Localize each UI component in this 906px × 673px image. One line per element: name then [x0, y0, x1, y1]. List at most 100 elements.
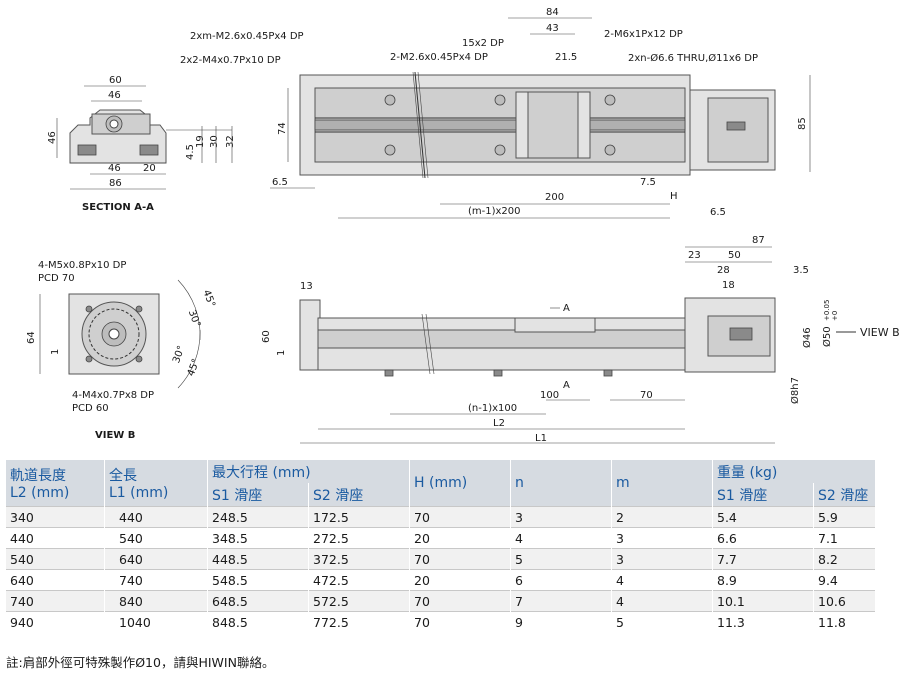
dim-74: 74 — [277, 122, 288, 135]
dim-32: 32 — [225, 135, 236, 148]
dim-L2: L2 — [493, 418, 505, 429]
header-weight: 重量 (kg) — [712, 460, 876, 483]
shaft-tol-plus: +0.05 — [823, 300, 831, 321]
cell-stroke-s2: 572.5 — [308, 590, 410, 612]
cell-stroke-s2: 772.5 — [308, 611, 410, 632]
callout-m4: 2x2-M4x0.7Px10 DP — [180, 55, 281, 66]
table-row: 740 840 648.5 572.5 70 7 4 10.1 10.6 — [6, 590, 876, 612]
section-mark-a-bottom: A — [563, 380, 570, 391]
cell-m: 3 — [611, 527, 713, 549]
dim-85: 85 — [797, 117, 808, 130]
table-row: 640 740 548.5 472.5 20 6 4 8.9 9.4 — [6, 569, 876, 591]
table-row: 440 540 348.5 272.5 20 4 3 6.6 7.1 — [6, 527, 876, 549]
cell-h: 70 — [409, 548, 511, 570]
header-m: m — [611, 460, 713, 507]
cell-l2: 640 — [6, 569, 105, 591]
dim-23: 23 — [688, 250, 701, 261]
view-b-title: VIEW B — [95, 430, 135, 441]
dim-18: 18 — [722, 280, 735, 291]
dim-43: 43 — [546, 23, 559, 34]
cell-l2: 740 — [6, 590, 105, 612]
dim-30: 30 — [209, 135, 220, 148]
dim-4-5: 4.5 — [185, 144, 196, 160]
cell-weight-s2: 10.6 — [813, 590, 876, 612]
cell-stroke-s1: 248.5 — [207, 506, 309, 528]
header-max-stroke: 最大行程 (mm) — [207, 460, 410, 483]
angle-30-top: 30° — [186, 309, 202, 329]
dim-3-5: 3.5 — [793, 265, 809, 276]
angle-30-bottom: 30° — [171, 344, 187, 364]
dim-86: 86 — [109, 178, 122, 189]
cell-l2: 340 — [6, 506, 105, 528]
header-stroke-s2: S2 滑座 — [308, 483, 410, 507]
cell-l2: 440 — [6, 527, 105, 549]
header-h: H (mm) — [409, 460, 511, 507]
cell-l1: 840 — [104, 590, 208, 612]
dim-7-5: 7.5 — [640, 177, 656, 188]
cell-m: 3 — [611, 548, 713, 570]
top-view: 2xm-M2.6x0.45Px4 DP 2x2-M4x0.7Px10 DP 15… — [180, 7, 811, 219]
cell-l1: 440 — [104, 506, 208, 528]
dim-46-top: 46 — [108, 90, 121, 101]
shaft-d8h7: Ø8h7 — [789, 377, 801, 404]
footnote: 註:肩部外徑可特殊製作Ø10，請與HIWIN聯絡。 — [6, 655, 275, 670]
header-weight-s1: S1 滑座 — [712, 483, 814, 507]
cell-h: 70 — [409, 506, 511, 528]
cell-stroke-s2: 472.5 — [308, 569, 410, 591]
angle-45-top: 45° — [200, 289, 216, 309]
dim-28: 28 — [717, 265, 730, 276]
cell-n: 9 — [510, 611, 612, 632]
cell-stroke-s2: 272.5 — [308, 527, 410, 549]
table-row: 340 440 248.5 172.5 70 3 2 5.4 5.9 — [6, 506, 876, 528]
cell-m: 4 — [611, 590, 713, 612]
dim-84: 84 — [546, 7, 559, 18]
view-b-callout-bottom-2: PCD 60 — [72, 403, 109, 414]
cell-l2: 540 — [6, 548, 105, 570]
cell-weight-s1: 11.3 — [712, 611, 814, 632]
table-row: 540 640 448.5 372.5 70 5 3 7.7 8.2 — [6, 548, 876, 570]
dim-1-left: 1 — [50, 349, 61, 355]
callout-thru: 2xn-Ø6.6 THRU,Ø11x6 DP — [628, 52, 758, 64]
cell-stroke-s1: 648.5 — [207, 590, 309, 612]
technical-drawing: 60 46 46 46 20 86 4.5 19 30 32 SECTION A… — [26, 7, 900, 444]
cell-stroke-s1: 848.5 — [207, 611, 309, 632]
table-row: 940 1040 848.5 772.5 70 9 5 11.3 11.8 — [6, 611, 876, 632]
dim-60: 60 — [109, 75, 122, 86]
cell-l1: 640 — [104, 548, 208, 570]
cell-stroke-s1: 448.5 — [207, 548, 309, 570]
cell-n: 6 — [510, 569, 612, 591]
cell-m: 2 — [611, 506, 713, 528]
spec-table: 軌道長度 L2 (mm) 全長 L1 (mm) 最大行程 (mm) H (mm)… — [6, 460, 876, 632]
section-aa-title: SECTION A-A — [82, 202, 154, 213]
dim-64: 64 — [26, 331, 37, 344]
cell-weight-s1: 6.6 — [712, 527, 814, 549]
cell-weight-s1: 5.4 — [712, 506, 814, 528]
cell-h: 70 — [409, 611, 511, 632]
callout-m2-6-a: 2xm-M2.6x0.45Px4 DP — [190, 31, 304, 42]
dim-50: 50 — [728, 250, 741, 261]
view-b-arrow-label: VIEW B — [860, 326, 900, 339]
view-b-callout-top-1: 4-M5x0.8Px10 DP — [38, 260, 126, 271]
callout-15x2: 15x2 DP — [462, 38, 504, 49]
dim-200: 200 — [545, 192, 564, 203]
cell-weight-s1: 10.1 — [712, 590, 814, 612]
cell-n: 7 — [510, 590, 612, 612]
dim-1-side: 1 — [276, 350, 287, 356]
dim-46-left: 46 — [47, 131, 58, 144]
dim-6-5-right: 6.5 — [710, 207, 726, 218]
cell-l1: 740 — [104, 569, 208, 591]
view-b-callout-top-2: PCD 70 — [38, 273, 75, 284]
cell-weight-s1: 7.7 — [712, 548, 814, 570]
view-b-callout-bottom-1: 4-M4x0.7Px8 DP — [72, 390, 154, 401]
dim-60-side: 60 — [261, 330, 272, 343]
section-mark-a-top: A — [563, 303, 570, 314]
cell-l1: 1040 — [104, 611, 208, 632]
cell-stroke-s1: 548.5 — [207, 569, 309, 591]
cell-h: 20 — [409, 569, 511, 591]
dim-L1: L1 — [535, 433, 547, 444]
callout-m6: 2-M6x1Px12 DP — [604, 29, 683, 40]
cell-l1: 540 — [104, 527, 208, 549]
cell-n: 4 — [510, 527, 612, 549]
cell-weight-s2: 5.9 — [813, 506, 876, 528]
cell-weight-s1: 8.9 — [712, 569, 814, 591]
